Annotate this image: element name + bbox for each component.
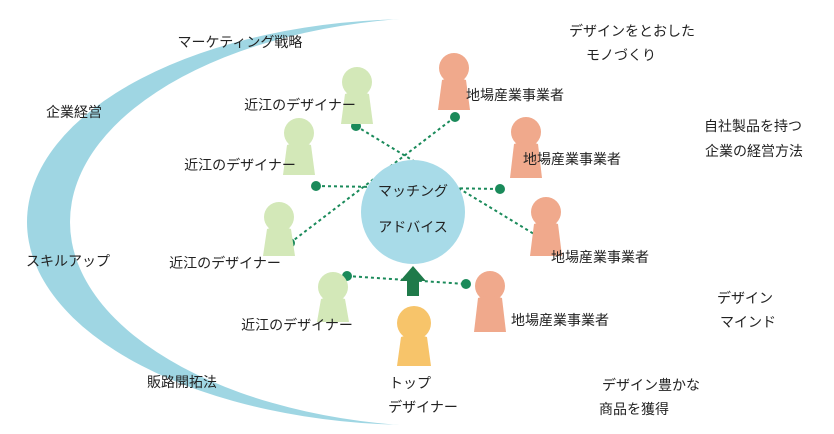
business-label: 地場産業事業者 <box>466 88 564 104</box>
connector-dot <box>311 181 321 191</box>
top-designer-label-line2: デザイナー <box>388 399 458 416</box>
top-designer-figure <box>397 306 431 366</box>
designer-figure <box>341 67 373 124</box>
outer-label-company-products-1: 自社製品を持つ <box>704 119 802 135</box>
connector-dot <box>461 279 471 289</box>
outer-label-marketing: マーケティング戦略 <box>178 35 303 51</box>
business-label: 地場産業事業者 <box>511 313 609 329</box>
center-circle <box>361 160 465 264</box>
connector-dot <box>495 184 505 194</box>
outer-label-company-products-2: 企業の経営方法 <box>705 143 803 160</box>
designer-label: 近江のデザイナー <box>184 157 296 174</box>
designer-figure <box>317 272 349 322</box>
center-label-line2: アドバイス <box>378 220 448 236</box>
business-figure <box>510 117 542 178</box>
designer-label: 近江のデザイナー <box>241 317 353 334</box>
outer-label-design-making-2: モノづくり <box>586 48 656 64</box>
outer-label-sales-channel: 販路開拓法 <box>147 375 217 391</box>
business-label: 地場産業事業者 <box>551 250 649 266</box>
outer-label-design-products-1: デザイン豊かな <box>602 377 700 394</box>
business-figure <box>438 53 470 110</box>
business-figure <box>474 271 506 332</box>
business-label: 地場産業事業者 <box>523 152 621 168</box>
designer-label: 近江のデザイナー <box>244 97 356 114</box>
up-arrow-icon <box>400 266 426 296</box>
designer-label: 近江のデザイナー <box>169 255 281 272</box>
top-designer-label-line1: トップ <box>389 376 431 392</box>
outer-label-design-products-2: 商品を獲得 <box>599 401 669 418</box>
designer-figure <box>283 118 315 175</box>
business-figure <box>530 197 562 256</box>
connector-dot <box>450 112 460 122</box>
outer-label-design-making-1: デザインをとおした <box>569 23 695 40</box>
outer-label-design-mind-1: デザイン <box>717 290 773 307</box>
center-label-line1: マッチング <box>378 184 448 200</box>
outer-label-management: 企業経営 <box>46 104 102 121</box>
connector-line <box>346 275 467 285</box>
designer-figure <box>263 202 295 256</box>
outer-label-skill-up: スキルアップ <box>26 254 110 270</box>
outer-label-design-mind-2: マインド <box>720 315 776 331</box>
